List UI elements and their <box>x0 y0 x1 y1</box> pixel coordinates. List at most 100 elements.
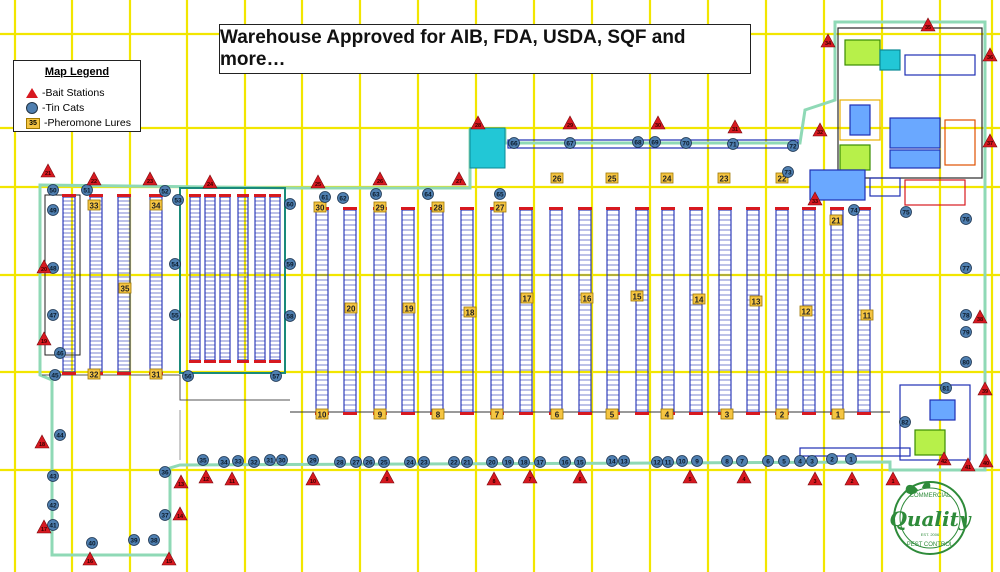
bait-station: 24 <box>202 174 218 189</box>
tin-cat-label: 54 <box>171 262 179 269</box>
tin-cat-marker <box>691 455 703 467</box>
pheromone-lure: 32 <box>87 368 101 380</box>
tin-cat-label: 47 <box>49 313 57 320</box>
bait-station: 5 <box>682 469 698 484</box>
bait-station-label: 25 <box>315 182 321 188</box>
tin-cat-marker <box>264 454 276 466</box>
bait-station-marker <box>844 471 860 486</box>
rack <box>490 207 504 415</box>
tin-cat: 73 <box>782 166 794 178</box>
lure-box <box>490 408 504 420</box>
bait-station-label: 4 <box>742 477 746 483</box>
rack-end <box>857 412 871 415</box>
bait-station-label: 35 <box>925 25 931 31</box>
tin-cat: 22 <box>448 456 460 468</box>
bait-station-marker <box>142 171 158 186</box>
tin-cat-label: 12 <box>653 460 661 467</box>
tin-cat: 4 <box>794 455 806 467</box>
tin-cat: 37 <box>159 509 171 521</box>
tin-cat: 68 <box>632 136 644 148</box>
bait-station: 42 <box>936 451 952 466</box>
tin-cat-label: 34 <box>220 460 228 467</box>
tin-cat-marker <box>47 499 59 511</box>
tin-cat: 51 <box>81 184 93 196</box>
tin-cat-marker <box>270 370 282 382</box>
tin-cat-label: 17 <box>536 460 544 467</box>
bait-station-marker <box>379 469 395 484</box>
tin-cat-marker <box>651 456 663 468</box>
rack-end <box>460 207 474 210</box>
tin-cat-marker <box>787 140 799 152</box>
legend-heading: Map Legend <box>44 66 110 78</box>
tin-cat-label: 75 <box>902 210 910 217</box>
bait-station-label: 28 <box>475 123 481 129</box>
rack-end <box>62 372 76 375</box>
lure-label: 23 <box>720 175 729 184</box>
tin-cat: 30 <box>276 454 288 466</box>
tin-cat-marker <box>618 455 630 467</box>
tin-cat-label: 81 <box>942 386 950 393</box>
tin-cat-label: 32 <box>250 460 258 467</box>
pheromone-lure: 12 <box>799 305 813 317</box>
tin-cat-marker <box>54 347 66 359</box>
tin-cat: 81 <box>940 382 952 394</box>
tin-cat: 67 <box>564 137 576 149</box>
bait-station-label: 26 <box>377 179 383 185</box>
rack-frame <box>189 196 201 361</box>
tin-cat: 43 <box>47 470 59 482</box>
tin-cat: 17 <box>534 456 546 468</box>
lure-label: 9 <box>378 411 383 420</box>
rack-end <box>689 207 703 210</box>
bait-station-marker <box>36 331 52 346</box>
bait-station: 11 <box>224 471 240 486</box>
tin-cat-label: 8 <box>725 459 729 466</box>
tin-cat-marker <box>508 137 520 149</box>
lure-box <box>344 302 358 314</box>
tin-cat-label: 39 <box>130 538 138 545</box>
lure-label: 17 <box>523 295 532 304</box>
bait-station-label: 7 <box>528 477 531 483</box>
tin-cat-label: 68 <box>634 140 642 147</box>
tin-cat: 65 <box>494 188 506 200</box>
bait-station-marker <box>885 471 901 486</box>
tin-cat: 54 <box>169 258 181 270</box>
bait-station-label: 24 <box>207 182 214 188</box>
tin-cat: 36 <box>159 466 171 478</box>
tin-cat: 57 <box>270 370 282 382</box>
lure-label: 5 <box>610 411 615 420</box>
tin-cat: 76 <box>960 213 972 225</box>
tin-cat-marker <box>49 369 61 381</box>
rack-end <box>606 207 620 210</box>
lure-label: 19 <box>405 305 414 314</box>
lure-label: 31 <box>152 371 161 380</box>
rack <box>661 207 675 415</box>
tin-cat-marker <box>778 455 790 467</box>
office-room <box>914 429 946 456</box>
tin-cat: 44 <box>54 429 66 441</box>
lure-label: 14 <box>695 296 704 305</box>
lure-label: 28 <box>434 204 443 213</box>
tin-cat-marker <box>899 416 911 428</box>
office-room <box>889 149 941 169</box>
rack-end <box>857 207 871 210</box>
bait-station-marker <box>40 163 56 178</box>
tin-cat-marker <box>721 455 733 467</box>
bait-station-marker <box>727 119 743 134</box>
lure-box <box>402 302 416 314</box>
rack-end <box>802 412 816 415</box>
lure-box <box>717 172 731 184</box>
tin-cat-label: 41 <box>49 523 57 530</box>
lure-label: 34 <box>152 202 161 211</box>
office-room <box>844 39 881 66</box>
rack-frame <box>254 196 266 361</box>
bait-station-marker <box>198 469 214 484</box>
rack <box>149 194 163 375</box>
bait-station-marker <box>807 191 823 206</box>
tin-cat: 46 <box>54 347 66 359</box>
tin-cat: 62 <box>337 192 349 204</box>
tin-cat-marker <box>422 188 434 200</box>
bait-station: 18 <box>34 434 50 449</box>
rack-end <box>635 207 649 210</box>
tin-cat: 47 <box>47 309 59 321</box>
